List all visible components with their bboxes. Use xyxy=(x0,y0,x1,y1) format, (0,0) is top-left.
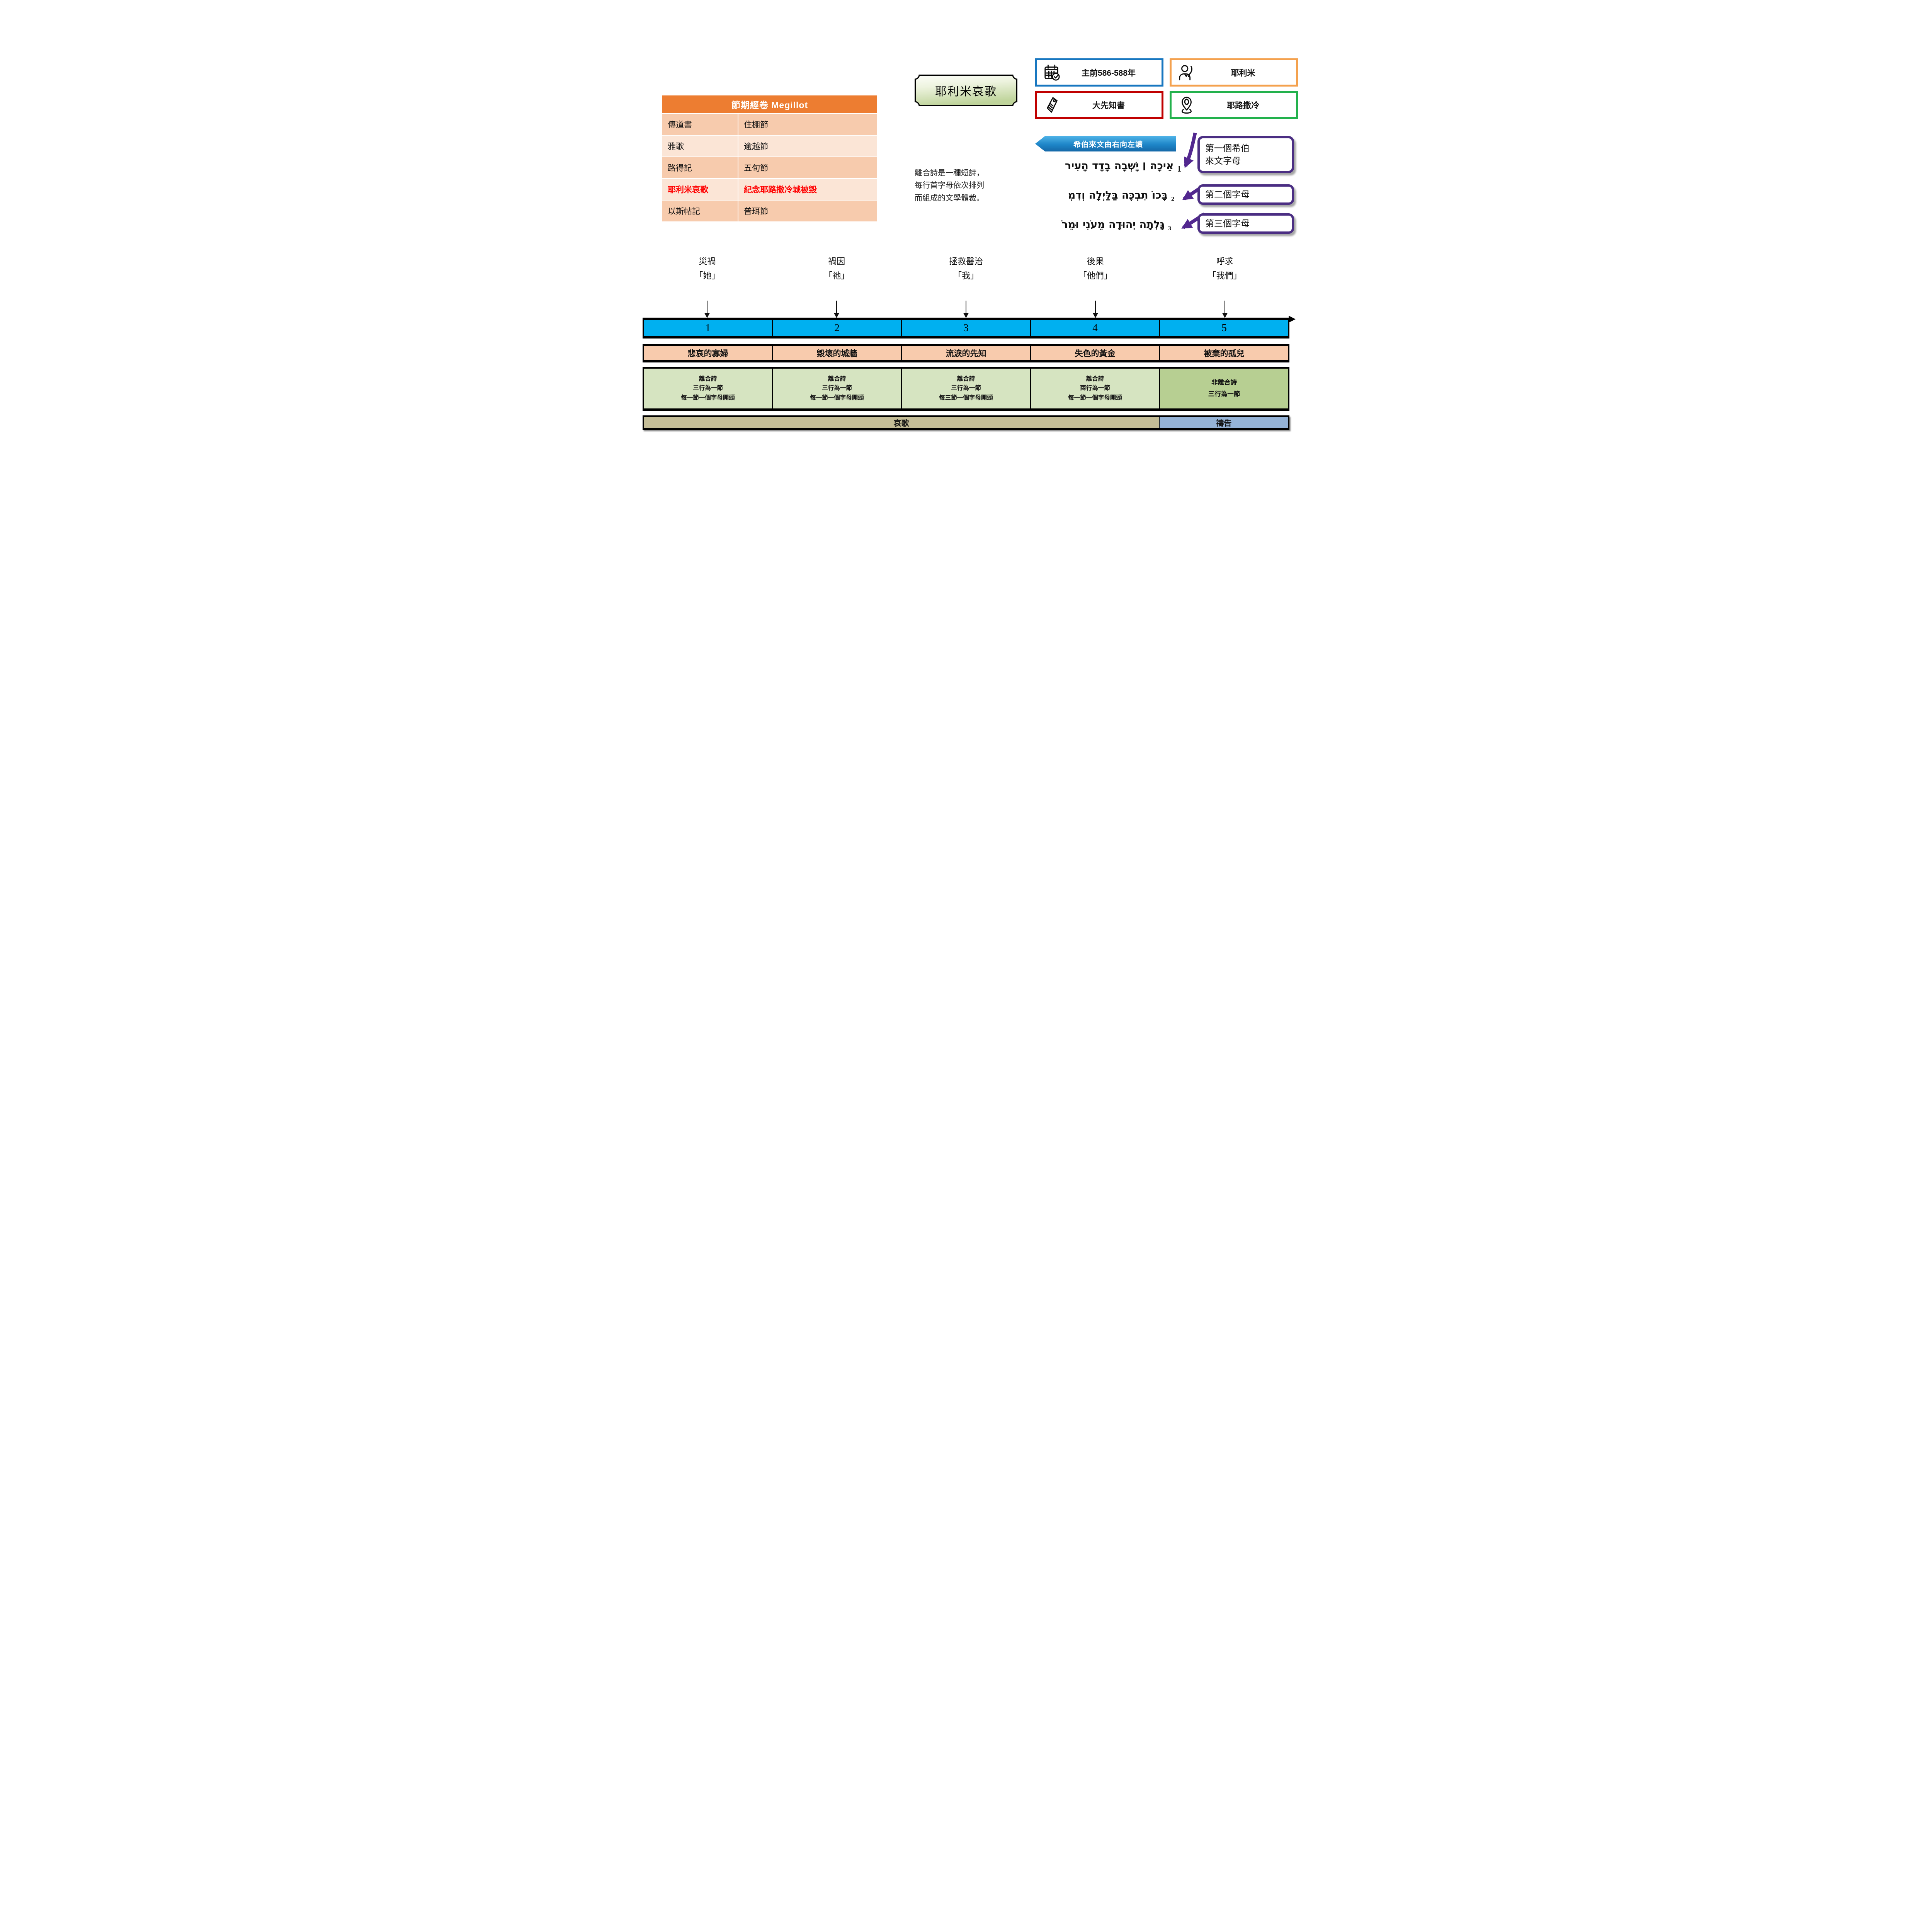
chapter-1-label: 災禍 「她」 xyxy=(643,254,772,283)
table-row: 傳道書 住棚節 xyxy=(662,114,877,135)
banner-label: 希伯來文由右向左讀 xyxy=(1073,140,1143,149)
structure-cell: 離合詩 兩行為一節 每一節一個字母開頭 xyxy=(1030,369,1159,408)
chapter-4-label: 後果 「他們」 xyxy=(1031,254,1160,283)
pronoun: 「我」 xyxy=(953,271,979,281)
author-card: 耶利米 xyxy=(1170,58,1298,87)
date-card: 主前586-588年 xyxy=(1035,58,1163,87)
book-cell: 傳道書 xyxy=(662,114,738,135)
chapter-title: 毀壞的城牆 xyxy=(772,346,901,360)
theme: 呼求 xyxy=(1216,257,1233,266)
plaque-shape-icon xyxy=(915,75,1017,106)
megillot-table: 節期經卷 Megillot 傳道書 住棚節 雅歌 逾越節 路得記 五旬節 耶利米… xyxy=(662,95,877,221)
hebrew-verse-2: 2בָּכוֹ תִבְכֶּה בַּלַּיְלָה וְדִמְ xyxy=(1068,189,1174,202)
chapter-title: 失色的黃金 xyxy=(1030,346,1159,360)
structure-cell-non-acrostic: 非離合詩 三行為一節 xyxy=(1159,369,1288,408)
arrow-to-first-letter xyxy=(1184,133,1197,168)
genre-lament-cell: 哀歌 xyxy=(644,417,1159,428)
structure-cell: 離合詩 三行為一節 每一節一個字母開頭 xyxy=(644,369,772,408)
place-card: 耶路撒冷 xyxy=(1170,91,1298,119)
festival-cell: 普珥節 xyxy=(738,201,877,221)
hebrew-direction-banner: 希伯來文由右向左讀 xyxy=(1035,136,1176,151)
festival-cell: 住棚節 xyxy=(738,114,877,135)
callout-second-letter: 第二個字母 xyxy=(1197,184,1294,205)
date-label: 主前586-588年 xyxy=(1081,68,1136,78)
down-arrow-icon xyxy=(834,301,840,318)
pronoun: 「祂」 xyxy=(824,271,850,281)
page-title: 耶利米哀歌 xyxy=(935,85,997,98)
table-row: 以斯帖記 普珥節 xyxy=(662,201,877,221)
arrow-slot xyxy=(1031,301,1160,318)
festival-cell: 五旬節 xyxy=(738,157,877,178)
genre-prayer-cell: 禱告 xyxy=(1158,417,1288,428)
chapter-title-row: 悲哀的寡婦 毀壞的城牆 流淚的先知 失色的黃金 被棄的孤兒 xyxy=(643,344,1289,362)
calendar-check-icon xyxy=(1043,64,1061,82)
verse-text: בָּכוֹ תִבְכֶּה בַּלַּיְלָה וְדִמְ xyxy=(1068,189,1168,201)
theme: 災禍 xyxy=(699,257,716,266)
verse-text: גָּלְתָה יְהוּדָה מֵעֹנִי וּמֵרֹ xyxy=(1061,219,1165,231)
table-row-highlighted: 耶利米哀歌 紀念耶路撒冷城被毀 xyxy=(662,179,877,200)
category-label: 大先知書 xyxy=(1092,101,1125,110)
structure-cell: 離合詩 三行為一節 每一節一個字母開頭 xyxy=(772,369,901,408)
chapter-number: 1 xyxy=(705,322,711,333)
arrow-slot xyxy=(772,301,901,318)
book-cell: 路得記 xyxy=(662,157,738,178)
genre-row: 哀歌 禱告 xyxy=(643,415,1289,430)
hebrew-verse-1: 1אֵיכָה ׀ יָשְׁבָה בָדָד הָעִיר xyxy=(1065,160,1182,173)
verse-number: 2 xyxy=(1171,196,1174,202)
location-pin-icon xyxy=(1178,96,1196,114)
chapter-number-row: 1 2 3 4 5 xyxy=(643,318,1289,338)
theme: 拯救醫治 xyxy=(949,257,983,266)
chapter-pointer-arrows xyxy=(643,301,1289,318)
festival-cell: 逾越節 xyxy=(738,136,877,156)
author-quill-icon xyxy=(1178,64,1196,82)
slide-canvas: 節期經卷 Megillot 傳道書 住棚節 雅歌 逾越節 路得記 五旬節 耶利米… xyxy=(627,0,1305,479)
chapter-2-label: 禍因 「祂」 xyxy=(772,254,901,283)
chapter-number: 2 xyxy=(772,320,901,336)
chapter-title: 流淚的先知 xyxy=(901,346,1030,360)
chapter-title: 被棄的孤兒 xyxy=(1159,346,1288,360)
timeline-arrowhead-icon xyxy=(1289,316,1296,323)
pronoun: 「我們」 xyxy=(1208,271,1242,281)
verse-number: 3 xyxy=(1168,225,1171,232)
chapter-5-label: 呼求 「我們」 xyxy=(1160,254,1289,283)
tag-icon xyxy=(1043,96,1061,114)
chapter-number: 4 xyxy=(1030,320,1159,336)
theme: 後果 xyxy=(1087,257,1104,266)
festival-cell: 紀念耶路撒冷城被毀 xyxy=(738,179,877,200)
pronoun: 「他們」 xyxy=(1078,271,1112,281)
verse-text: אֵיכָה ׀ יָשְׁבָה בָדָד הָעִיר xyxy=(1065,160,1174,172)
arrow-slot xyxy=(643,301,772,318)
chapter-3-label: 拯救醫治 「我」 xyxy=(901,254,1031,283)
table-row: 路得記 五旬節 xyxy=(662,157,877,178)
place-label: 耶路撒冷 xyxy=(1227,101,1259,110)
structure-cell: 離合詩 三行為一節 每三節一個字母開頭 xyxy=(901,369,1030,408)
acrostic-note: 離合詩是一種短詩， 每行首字母依次排列 而組成的文學體裁。 xyxy=(915,169,984,202)
chapter-number: 5 xyxy=(1159,320,1288,336)
table-row: 雅歌 逾越節 xyxy=(662,136,877,156)
arrow-slot xyxy=(1160,301,1289,318)
chapter-structure-row: 離合詩 三行為一節 每一節一個字母開頭 離合詩 三行為一節 每一節一個字母開頭 … xyxy=(643,367,1289,411)
book-cell: 耶利米哀歌 xyxy=(662,179,738,200)
chapter-theme-labels: 災禍 「她」 禍因 「祂」 拯救醫治 「我」 後果 「他們」 呼求 「我們」 xyxy=(643,254,1289,283)
hebrew-verse-3: 3גָּלְתָה יְהוּדָה מֵעֹנִי וּמֵרֹ xyxy=(1061,219,1171,232)
book-cell: 雅歌 xyxy=(662,136,738,156)
down-arrow-icon xyxy=(1092,301,1098,318)
book-cell: 以斯帖記 xyxy=(662,201,738,221)
callout-first-letter: 第一個希伯 來文字母 xyxy=(1197,136,1294,173)
verse-number: 1 xyxy=(1177,164,1182,173)
title-badge: 耶利米哀歌 xyxy=(915,75,1017,106)
theme: 禍因 xyxy=(828,257,845,266)
category-card: 大先知書 xyxy=(1035,91,1163,119)
callout-third-letter: 第三個字母 xyxy=(1197,213,1294,234)
pronoun: 「她」 xyxy=(694,271,720,281)
megillot-table-title: 節期經卷 Megillot xyxy=(662,95,877,113)
chapter-number: 3 xyxy=(901,320,1030,336)
author-label: 耶利米 xyxy=(1231,68,1255,78)
arrow-slot xyxy=(901,301,1031,318)
chapter-title: 悲哀的寡婦 xyxy=(687,349,728,358)
